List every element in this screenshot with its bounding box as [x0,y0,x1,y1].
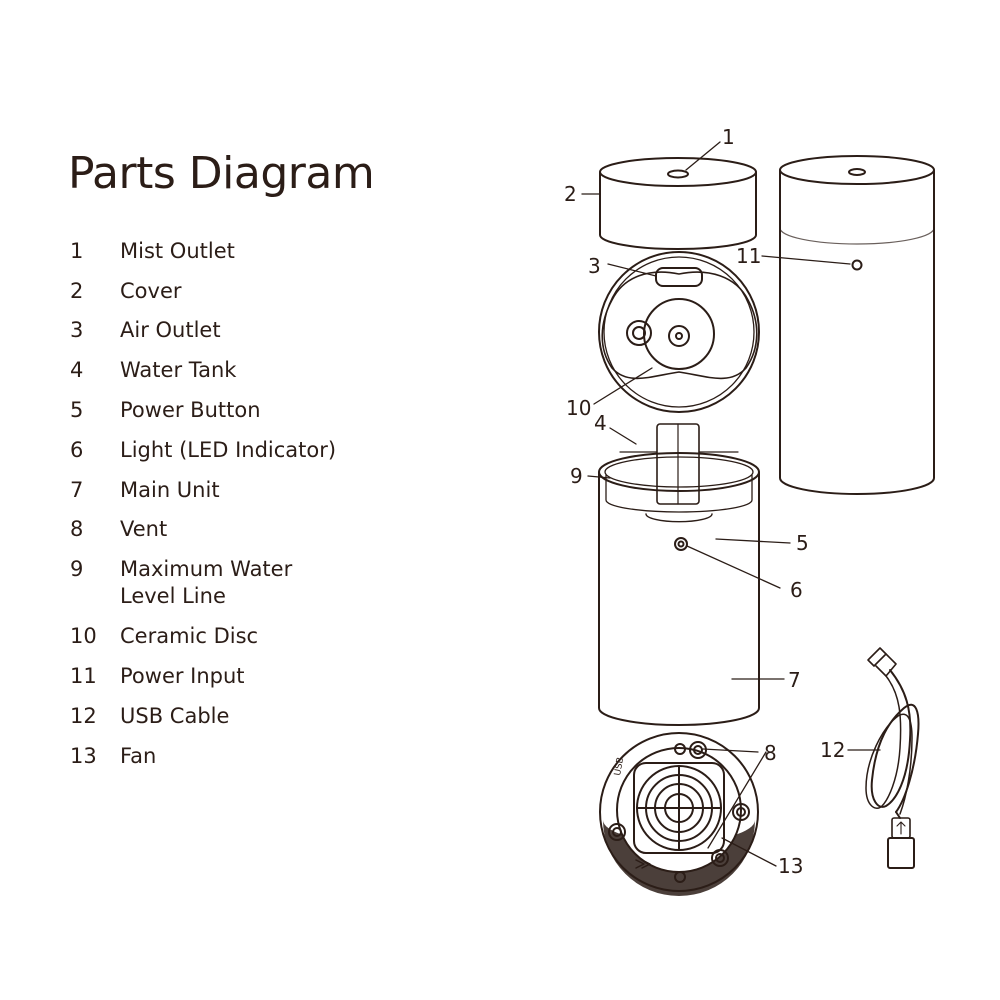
legend-number: 13 [70,744,97,768]
legend-label: Maximum Water Level Line [120,557,293,608]
legend-number: 7 [70,478,84,502]
legend-number: 10 [70,624,97,648]
legend-label: Main Unit [120,478,220,502]
power-input-port [851,259,863,271]
legend-label: Water Tank [120,358,237,382]
legend-label: Mist Outlet [120,239,235,263]
callout-1: 1 [722,125,735,149]
legend-number: 2 [70,279,84,303]
legend-number: 1 [70,239,84,263]
legend-number: 5 [70,398,84,422]
callout-5: 5 [796,531,809,555]
callout-6: 6 [790,578,803,602]
callout-12: 12 [820,738,845,762]
usb-plug [887,837,915,869]
legend-number: 6 [70,438,84,462]
mist-outlet-hole [667,169,689,179]
legend-label: Vent [120,517,168,541]
callout-9: 9 [570,464,583,488]
legend-number: 4 [70,358,84,382]
assembled-unit-drawing [779,155,935,495]
legend-label: Power Input [120,664,245,688]
fan-housing [633,762,725,854]
legend-label: USB Cable [120,704,230,728]
base-drawing: USB [599,732,759,896]
usb-cable-drawing [865,647,920,869]
legend-label: Power Button [120,398,261,422]
callout-8: 8 [764,741,777,765]
callout-13: 13 [778,854,803,878]
legend-label: Fan [120,744,157,768]
legend-label: Ceramic Disc [120,624,259,648]
legend-number: 3 [70,318,84,342]
callout-4: 4 [594,411,607,435]
callout-3: 3 [588,254,601,278]
legend-number: 11 [70,664,97,688]
leader-lines [581,141,881,867]
legend-label: Light (LED Indicator) [120,438,337,462]
main-unit-drawing [598,423,760,726]
callout-7: 7 [788,668,801,692]
legend-number: 9 [70,557,84,581]
legend-number: 12 [70,704,97,728]
air-outlet-slot [655,267,703,287]
callout-2: 2 [564,182,577,206]
inner-lid-drawing [598,251,760,413]
legend-label: Cover [120,279,182,303]
legend-number: 8 [70,517,84,541]
cover-drawing [599,157,757,250]
base-marking: USB [613,757,626,777]
callout-11: 11 [736,244,761,268]
callout-10: 10 [566,396,591,420]
power-button [674,537,688,551]
page-title: Parts Diagram [68,148,375,199]
legend-label: Air Outlet [120,318,221,342]
